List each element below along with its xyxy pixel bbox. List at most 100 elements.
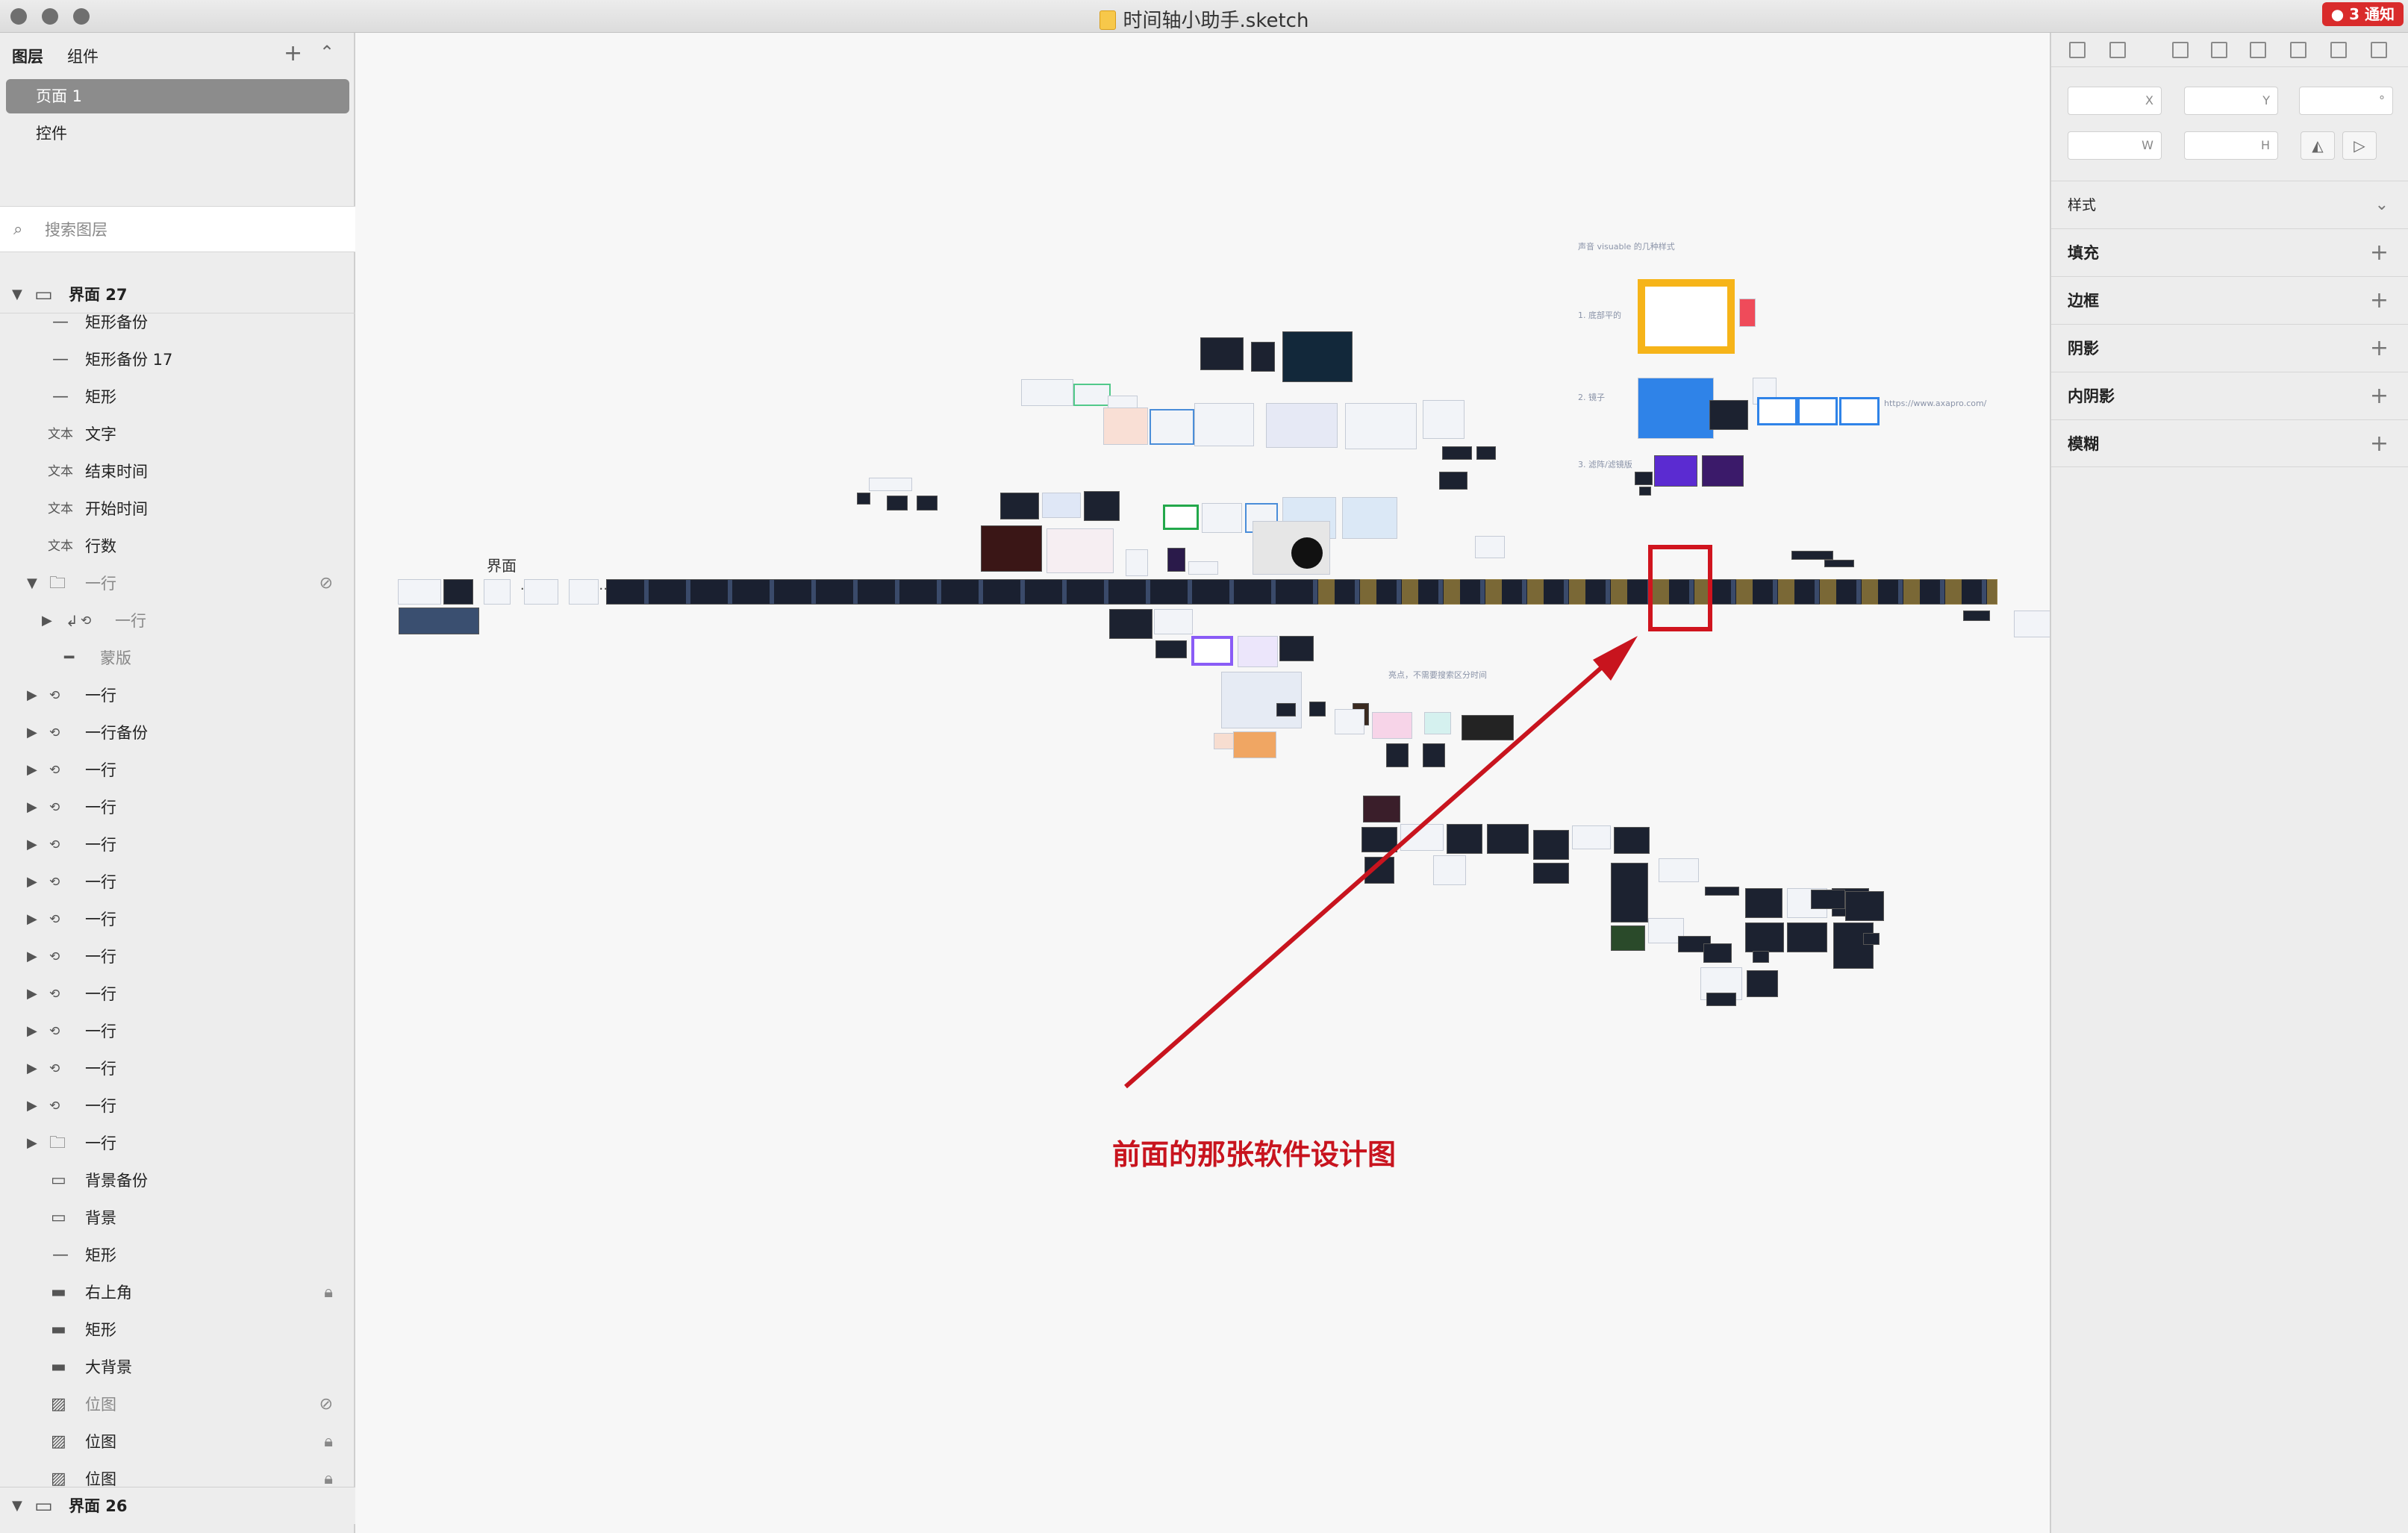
design-canvas[interactable]: … … … … … … … … … … … … … … … … … … … … … bbox=[357, 33, 2050, 1533]
artboard-thumbnail[interactable] bbox=[569, 579, 599, 605]
fill-section[interactable]: 填充+ bbox=[2051, 228, 2408, 276]
layer-row[interactable]: ▶⟲一行备份 bbox=[0, 714, 355, 752]
artboard-thumbnail[interactable] bbox=[1000, 493, 1039, 519]
artboard-thumbnail[interactable] bbox=[887, 496, 908, 511]
layer-row-group[interactable]: ▶🗀一行 bbox=[0, 1125, 355, 1162]
artboard-thumbnail[interactable] bbox=[1163, 505, 1199, 530]
artboard-thumbnail[interactable] bbox=[1424, 712, 1451, 734]
layer-row[interactable]: ▶⟲一行 bbox=[0, 864, 355, 901]
artboard-thumbnail[interactable] bbox=[1202, 503, 1242, 533]
align-center-v-icon[interactable] bbox=[2330, 42, 2347, 58]
more-options-icon[interactable] bbox=[2151, 42, 2156, 58]
collapse-triangle-icon[interactable]: ▶ bbox=[27, 799, 37, 815]
layer-row[interactable]: ▨位图⊘ bbox=[0, 1386, 355, 1423]
artboard-thumbnail[interactable] bbox=[484, 579, 511, 605]
flip-horizontal-icon[interactable]: ◭ bbox=[2301, 131, 2335, 160]
artboard-thumbnail[interactable] bbox=[1863, 933, 1880, 945]
artboard-thumbnail[interactable] bbox=[1188, 561, 1218, 575]
collapse-triangle-icon[interactable]: ▶ bbox=[27, 986, 37, 1002]
lock-icon[interactable]: 🔒︎ bbox=[324, 1283, 333, 1302]
artboard-thumbnail[interactable] bbox=[1614, 827, 1650, 854]
artboard-thumbnail[interactable] bbox=[1635, 472, 1653, 485]
align-left-icon[interactable] bbox=[2172, 42, 2189, 58]
width-field[interactable]: W bbox=[2068, 131, 2162, 160]
artboard-thumbnail[interactable] bbox=[1533, 863, 1569, 884]
artboard-thumbnail[interactable] bbox=[1345, 403, 1417, 449]
artboard-thumbnail[interactable] bbox=[1361, 827, 1397, 852]
artboard-thumbnail[interactable] bbox=[1611, 863, 1648, 922]
artboard-thumbnail[interactable] bbox=[1462, 715, 1514, 740]
distribute-vertical-icon[interactable] bbox=[2109, 42, 2126, 58]
collapse-triangle-icon[interactable]: ▶ bbox=[27, 725, 37, 740]
artboard-thumbnail[interactable] bbox=[1126, 549, 1148, 576]
artboard-thumbnail[interactable] bbox=[1342, 497, 1397, 539]
layer-row[interactable]: 文本结束时间 bbox=[0, 453, 355, 490]
y-position-field[interactable]: Y bbox=[2184, 87, 2278, 115]
page-item-controls[interactable]: 控件 bbox=[36, 125, 67, 143]
lock-icon[interactable]: 🔒︎ bbox=[324, 1432, 333, 1451]
layer-row[interactable]: ▶⟲一行 bbox=[0, 901, 355, 938]
collapse-triangle-icon[interactable]: ▶ bbox=[27, 837, 37, 852]
artboard-thumbnail[interactable] bbox=[1335, 709, 1364, 734]
artboard-thumbnail[interactable] bbox=[869, 478, 912, 491]
artboard-thumbnail[interactable] bbox=[1639, 487, 1651, 496]
style-section[interactable]: 样式⌄ bbox=[2051, 181, 2408, 228]
artboard-thumbnail[interactable] bbox=[1654, 455, 1697, 487]
shadow-section[interactable]: 阴影+ bbox=[2051, 324, 2408, 372]
collapse-triangle-icon[interactable]: ▶ bbox=[27, 687, 37, 703]
artboard-thumbnail[interactable] bbox=[1447, 824, 1482, 854]
layer-row[interactable]: ▶⟲一行 bbox=[0, 789, 355, 826]
artboard-thumbnail[interactable] bbox=[981, 525, 1042, 572]
artboard-thumbnail[interactable] bbox=[1150, 409, 1194, 445]
align-right-icon[interactable] bbox=[2250, 42, 2266, 58]
layer-row[interactable]: ▶↲⟲一行 bbox=[0, 602, 355, 640]
artboard-thumbnail[interactable] bbox=[1745, 888, 1782, 918]
height-field[interactable]: H bbox=[2184, 131, 2278, 160]
artboard-thumbnail[interactable] bbox=[1363, 796, 1400, 822]
artboard-thumbnail[interactable] bbox=[1747, 970, 1778, 997]
artboard-thumbnail[interactable] bbox=[1439, 472, 1467, 490]
border-section[interactable]: 边框+ bbox=[2051, 276, 2408, 324]
notification-badge[interactable]: ● 3 通知 bbox=[2321, 2, 2404, 26]
artboard-thumbnail[interactable] bbox=[1154, 609, 1193, 634]
circle-shape[interactable] bbox=[1291, 537, 1323, 569]
artboard-thumbnail[interactable] bbox=[1442, 446, 1472, 460]
artboard-thumbnail[interactable] bbox=[1797, 397, 1838, 425]
artboard-thumbnail[interactable] bbox=[1963, 611, 1990, 621]
chevron-down-icon[interactable]: ⌄ bbox=[2374, 196, 2389, 214]
artboard-thumbnail[interactable] bbox=[1705, 887, 1739, 896]
layer-row[interactable]: —矩形 bbox=[0, 1237, 355, 1274]
artboard-thumbnail[interactable] bbox=[1824, 560, 1854, 567]
artboard-thumbnail[interactable] bbox=[1476, 446, 1496, 460]
layer-row[interactable]: ▶⟲一行 bbox=[0, 1013, 355, 1050]
hidden-eye-icon[interactable]: ⊘ bbox=[319, 1395, 333, 1414]
artboard-thumbnail[interactable] bbox=[1709, 400, 1748, 430]
layer-row[interactable]: ▶⟲一行 bbox=[0, 677, 355, 714]
align-bottom-icon[interactable] bbox=[2371, 42, 2387, 58]
layer-row[interactable]: ▨位图🔒︎ bbox=[0, 1423, 355, 1461]
artboard-thumbnail[interactable] bbox=[857, 493, 870, 505]
add-page-icon[interactable]: + bbox=[284, 40, 303, 66]
collapse-triangle-icon[interactable]: ▶ bbox=[27, 1098, 37, 1114]
artboard-thumbnail[interactable] bbox=[1191, 636, 1233, 666]
layer-row[interactable]: ▶⟲一行 bbox=[0, 826, 355, 864]
artboard-thumbnail[interactable] bbox=[1084, 491, 1120, 521]
artboard-thumbnail[interactable] bbox=[524, 579, 558, 605]
collapse-pages-icon[interactable]: ⌃ bbox=[319, 42, 335, 63]
collapse-triangle-icon[interactable]: ▶ bbox=[27, 911, 37, 927]
artboard-thumbnail[interactable] bbox=[1372, 712, 1412, 739]
layer-row[interactable]: ▶⟲一行 bbox=[0, 1087, 355, 1125]
collapse-triangle-icon[interactable]: ▶ bbox=[42, 613, 52, 628]
expand-triangle-icon[interactable]: ▼ bbox=[27, 575, 37, 591]
artboard-thumbnail[interactable] bbox=[1703, 943, 1732, 963]
artboard-thumbnail[interactable] bbox=[1611, 925, 1645, 951]
artboard-thumbnail[interactable] bbox=[1309, 702, 1326, 716]
layer-row[interactable]: ━蒙版 bbox=[0, 640, 355, 677]
minimize-window-button[interactable] bbox=[42, 8, 58, 25]
artboard-thumbnail[interactable] bbox=[398, 579, 441, 605]
artboard-thumbnail[interactable] bbox=[1787, 922, 1827, 952]
distribute-horizontal-icon[interactable] bbox=[2069, 42, 2086, 58]
layer-row[interactable]: —矩形备份 17 bbox=[0, 341, 355, 378]
layer-row[interactable]: ▶⟲一行 bbox=[0, 975, 355, 1013]
flip-vertical-icon[interactable]: ▷ bbox=[2342, 131, 2377, 160]
